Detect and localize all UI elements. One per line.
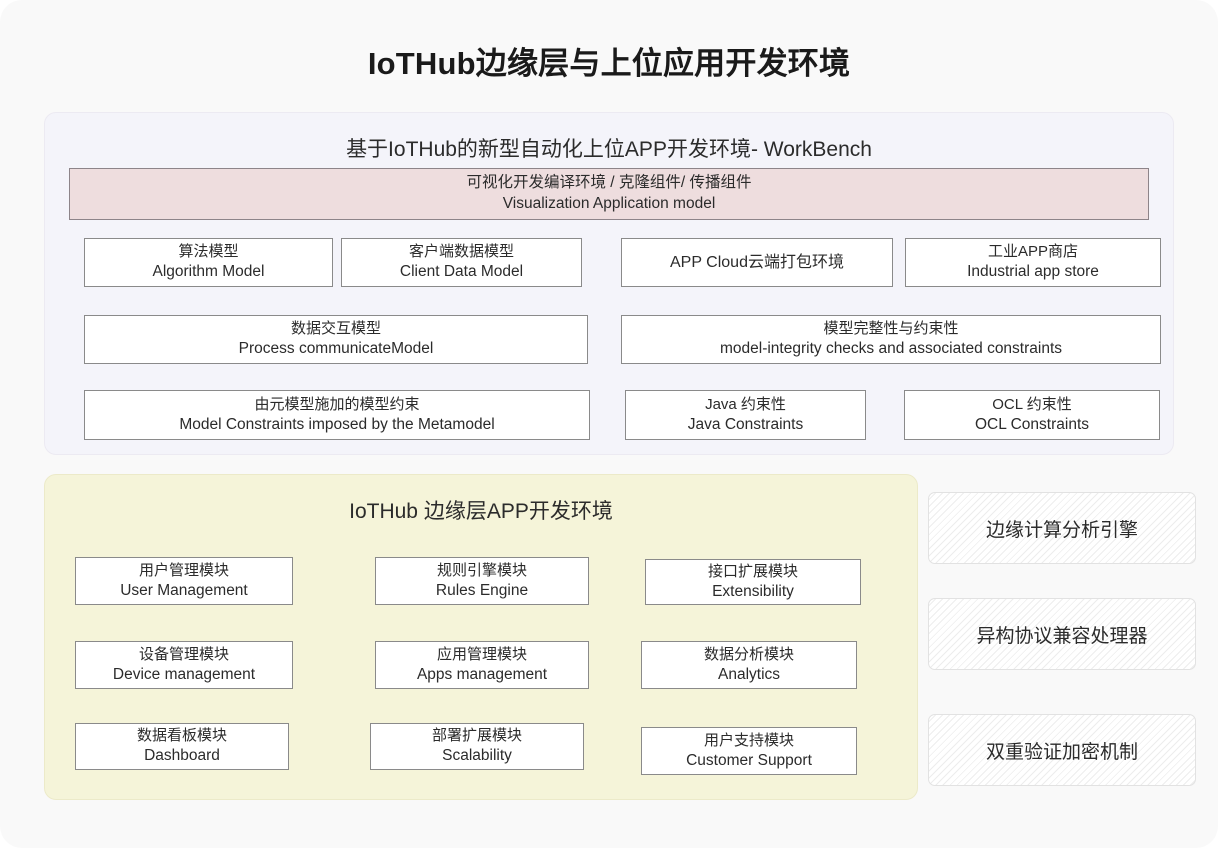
box-label-cn: Java 约束性: [705, 395, 786, 413]
banner-line-en: Visualization Application model: [502, 195, 716, 212]
box-label-en: Device management: [112, 665, 256, 683]
box-label-en: Java Constraints: [687, 415, 804, 433]
side-box-edge-computing-engine[interactable]: 边缘计算分析引擎: [928, 492, 1196, 564]
box-label-cn: 规则引擎模块: [436, 561, 527, 579]
box-label-cn: 工业APP商店: [987, 243, 1078, 261]
box-label-en: Scalability: [442, 747, 512, 765]
box-label-en: Customer Support: [686, 751, 812, 769]
box-label-en: Analytics: [717, 665, 781, 683]
box-label-cn: 部署扩展模块: [431, 727, 522, 745]
box-label-cn: 用户支持模块: [703, 731, 794, 749]
box-label-cn: 用户管理模块: [138, 561, 229, 579]
box-label-cn: OCL 约束性: [992, 395, 1072, 413]
top-panel-heading: 基于IoTHub的新型自动化上位APP开发环境- WorkBench: [346, 138, 872, 161]
box-label-en: Industrial app store: [967, 263, 1099, 281]
box-model-integrity-checks[interactable]: 模型完整性与约束性 model-integrity checks and ass…: [621, 315, 1161, 364]
visualization-application-model-banner: 可视化开发编译环境 / 克隆组件/ 传播组件 Visualization App…: [69, 168, 1149, 220]
banner-line-cn: 可视化开发编译环境 / 克隆组件/ 传播组件: [466, 174, 752, 192]
box-label-cn: 数据交互模型: [290, 320, 381, 338]
box-label-en: OCL Constraints: [975, 415, 1089, 433]
box-label-en: Dashboard: [144, 747, 220, 765]
box-label-en: User Management: [120, 581, 248, 599]
box-model-constraints-metamodel[interactable]: 由元模型施加的模型约束 Model Constraints imposed by…: [84, 390, 590, 440]
box-label-cn: 客户端数据模型: [408, 243, 514, 261]
box-java-constraints[interactable]: Java 约束性 Java Constraints: [625, 390, 866, 440]
side-box-protocol-compat-processor[interactable]: 异构协议兼容处理器: [928, 598, 1196, 670]
bottom-panel-edge-app-env: IoTHub 边缘层APP开发环境 用户管理模块 User Management…: [44, 474, 918, 800]
box-label-cn: 设备管理模块: [138, 645, 229, 663]
side-box-label: 边缘计算分析引擎: [985, 519, 1138, 541]
box-label-en: Client Data Model: [399, 263, 524, 281]
box-label-cn: 接口扩展模块: [707, 562, 798, 580]
box-customer-support[interactable]: 用户支持模块 Customer Support: [641, 727, 857, 775]
box-label-en: Extensibility: [712, 582, 794, 600]
side-box-dual-auth-encryption[interactable]: 双重验证加密机制: [928, 714, 1196, 786]
box-label-en: Apps management: [416, 665, 548, 683]
side-box-label: 双重验证加密机制: [985, 741, 1138, 763]
box-algorithm-model[interactable]: 算法模型 Algorithm Model: [84, 238, 333, 287]
box-label-en: Process communicateModel: [238, 340, 434, 358]
box-process-communicate-model[interactable]: 数据交互模型 Process communicateModel: [84, 315, 588, 364]
box-label-cn: 数据看板模块: [136, 727, 227, 745]
box-ocl-constraints[interactable]: OCL 约束性 OCL Constraints: [904, 390, 1160, 440]
box-industrial-app-store[interactable]: 工业APP商店 Industrial app store: [905, 238, 1161, 287]
box-label-cn: 由元模型施加的模型约束: [254, 395, 420, 413]
top-panel-workbench: 基于IoTHub的新型自动化上位APP开发环境- WorkBench 可视化开发…: [44, 112, 1174, 455]
box-label-cn: 数据分析模块: [703, 645, 794, 663]
box-label-cn: APP Cloud云端打包环境: [670, 253, 844, 271]
box-user-management[interactable]: 用户管理模块 User Management: [75, 557, 293, 605]
box-label-en: Algorithm Model: [152, 263, 265, 281]
box-scalability[interactable]: 部署扩展模块 Scalability: [370, 723, 584, 770]
bottom-panel-heading: IoTHub 边缘层APP开发环境: [349, 500, 613, 523]
box-label-en: Model Constraints imposed by the Metamod…: [179, 415, 495, 433]
box-extensibility[interactable]: 接口扩展模块 Extensibility: [645, 559, 861, 605]
box-label-en: model-integrity checks and associated co…: [719, 340, 1063, 358]
page-title: IoTHub边缘层与上位应用开发环境: [367, 46, 851, 81]
box-apps-management[interactable]: 应用管理模块 Apps management: [375, 641, 589, 689]
box-dashboard[interactable]: 数据看板模块 Dashboard: [75, 723, 289, 770]
side-box-label: 异构协议兼容处理器: [976, 625, 1148, 647]
box-client-data-model[interactable]: 客户端数据模型 Client Data Model: [341, 238, 582, 287]
box-label-en: Rules Engine: [435, 581, 529, 599]
box-label-cn: 模型完整性与约束性: [823, 320, 959, 338]
box-label-cn: 应用管理模块: [436, 645, 527, 663]
box-device-management[interactable]: 设备管理模块 Device management: [75, 641, 293, 689]
box-rules-engine[interactable]: 规则引擎模块 Rules Engine: [375, 557, 589, 605]
box-analytics[interactable]: 数据分析模块 Analytics: [641, 641, 857, 689]
box-app-cloud-packaging[interactable]: APP Cloud云端打包环境: [621, 238, 893, 287]
box-label-cn: 算法模型: [178, 243, 239, 261]
